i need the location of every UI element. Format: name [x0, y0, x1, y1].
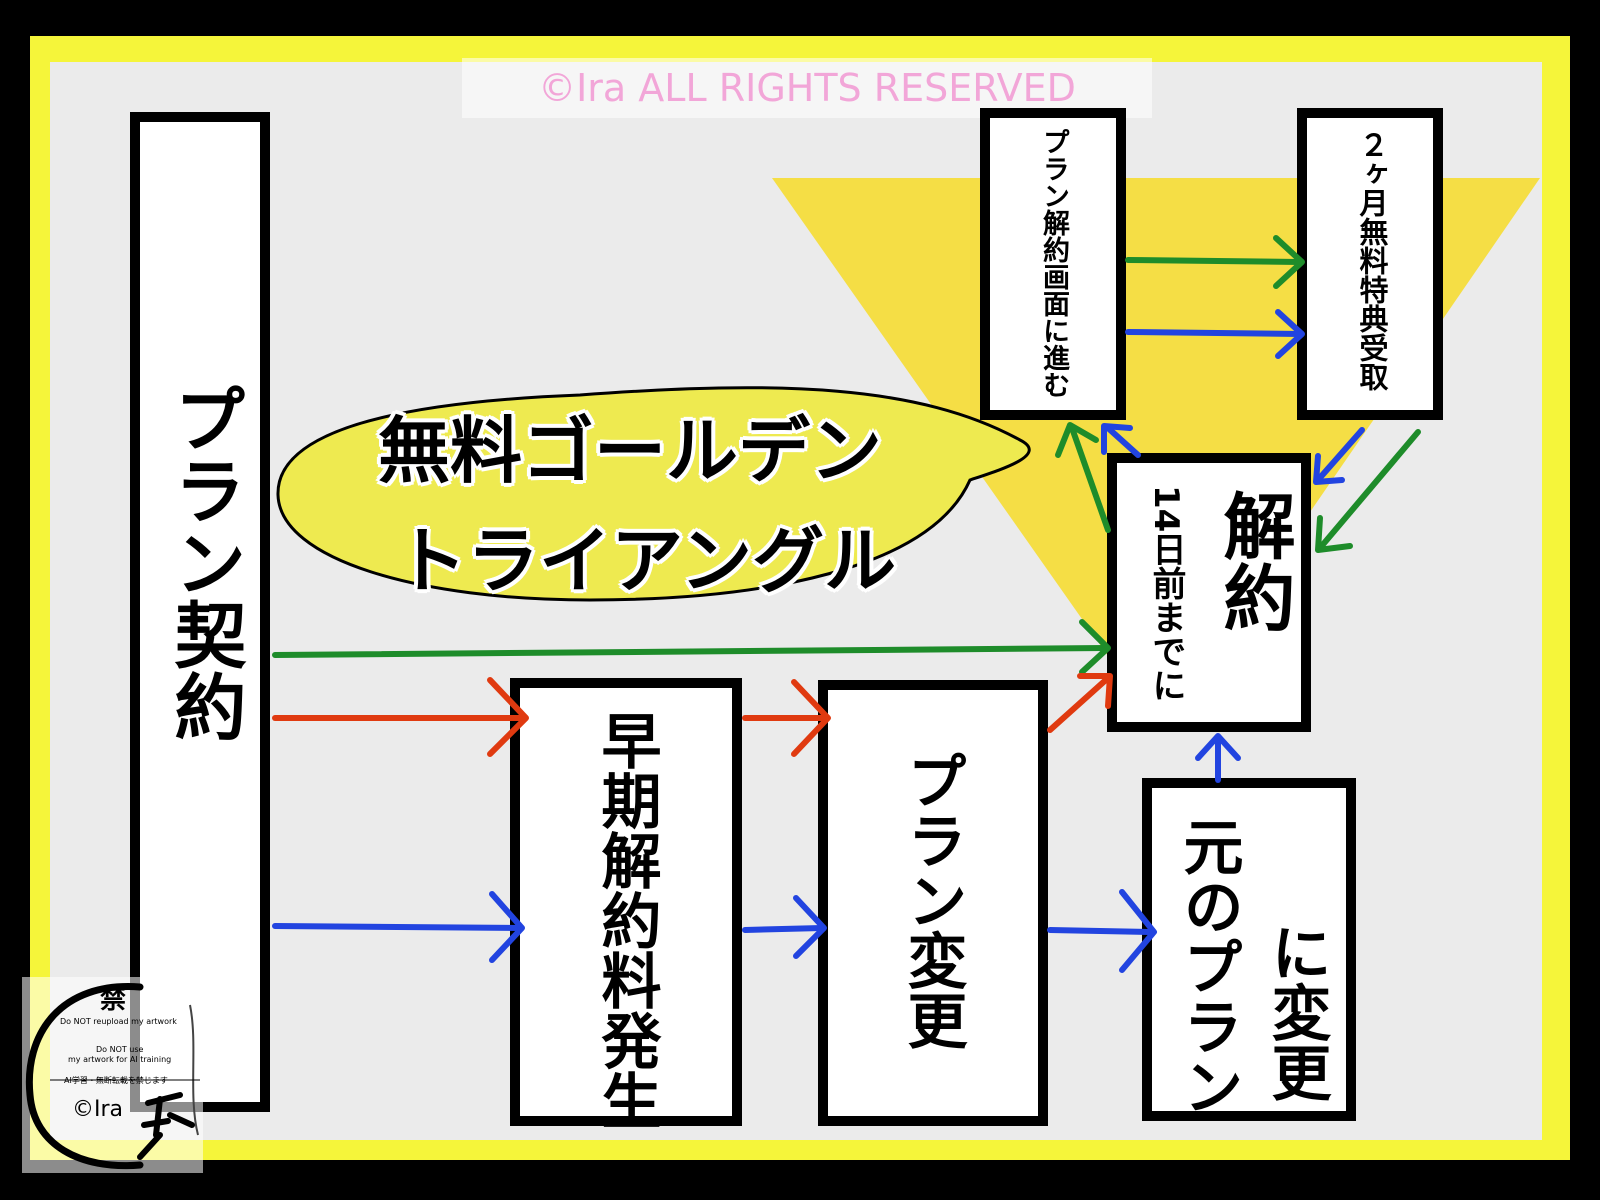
arrow-blue-benefit-to-cancel — [1313, 427, 1365, 485]
bubble-line-1: 無料ゴールデン — [378, 409, 883, 493]
cancel-sub-label: 14日前までに — [1146, 485, 1186, 703]
arrow-green-contract-to-cancel — [272, 619, 1111, 675]
stamp-line-4: AI学習・無断転載を禁じます — [64, 1076, 168, 1085]
two-month-box: ２ヶ月無料特典受取 — [1297, 108, 1443, 420]
arrow-blue-screen-to-benefit — [1125, 309, 1305, 359]
two-month-label: ２ヶ月無料特典受取 — [1355, 130, 1389, 391]
revert-plan-box: 元のプラン に変更 — [1142, 778, 1356, 1121]
cancel-main-label: 解約 — [1211, 489, 1295, 633]
bubble-line-2: トライアングル — [395, 519, 897, 603]
protection-stamp: 禁 Do NOT reupload my artwork Do NOT use … — [20, 975, 205, 1175]
arrow-red-contract-to-fee — [272, 677, 529, 757]
early-fee-box: 早期解約料発生 — [510, 678, 742, 1130]
arrow-blue-fee-to-change — [742, 895, 827, 959]
early-fee-label: 早期解約料発生 — [591, 710, 661, 1130]
arrow-green-benefit-to-cancel — [1315, 429, 1421, 553]
arrow-red-fee-to-change — [742, 679, 831, 757]
plan-contract-label: プラン契約 — [162, 382, 246, 742]
arrow-green-cancel-to-screen — [1055, 422, 1111, 533]
stamp-line-2: Do NOT use — [96, 1045, 144, 1054]
stamp-kanji: 禁 — [100, 985, 127, 1015]
arrow-red-change-to-cancel — [1047, 673, 1113, 733]
cancel-box: 解約 14日前までに — [1107, 453, 1311, 732]
speech-bubble — [276, 386, 1031, 602]
stamp-line-1: Do NOT reupload my artwork — [60, 1017, 177, 1026]
revert-plan-label-2: に変更 — [1261, 922, 1331, 1102]
stamp-line-3: my artwork for AI training — [68, 1055, 172, 1064]
plan-contract-box: プラン契約 — [130, 112, 270, 1112]
plan-change-box: プラン変更 — [818, 680, 1048, 1126]
arrow-green-screen-to-benefit — [1125, 235, 1305, 289]
arrow-blue-change-to-revert — [1047, 889, 1157, 973]
cancel-screen-box: プラン解約画面に進む — [980, 108, 1126, 420]
stamp-signature: ©Ira — [72, 1097, 124, 1122]
arrow-blue-cancel-to-screen — [1101, 423, 1141, 458]
cancel-screen-label: プラン解約画面に進む — [1038, 128, 1069, 398]
arrow-blue-revert-to-cancel — [1195, 733, 1241, 783]
arrow-blue-contract-to-fee — [272, 891, 525, 963]
stamp-emblem-icon — [137, 1092, 195, 1160]
stamp-ring-icon — [22, 977, 203, 1173]
revert-plan-label-1: 元のプラン — [1173, 816, 1243, 1116]
plan-change-label: プラン変更 — [897, 750, 967, 1050]
